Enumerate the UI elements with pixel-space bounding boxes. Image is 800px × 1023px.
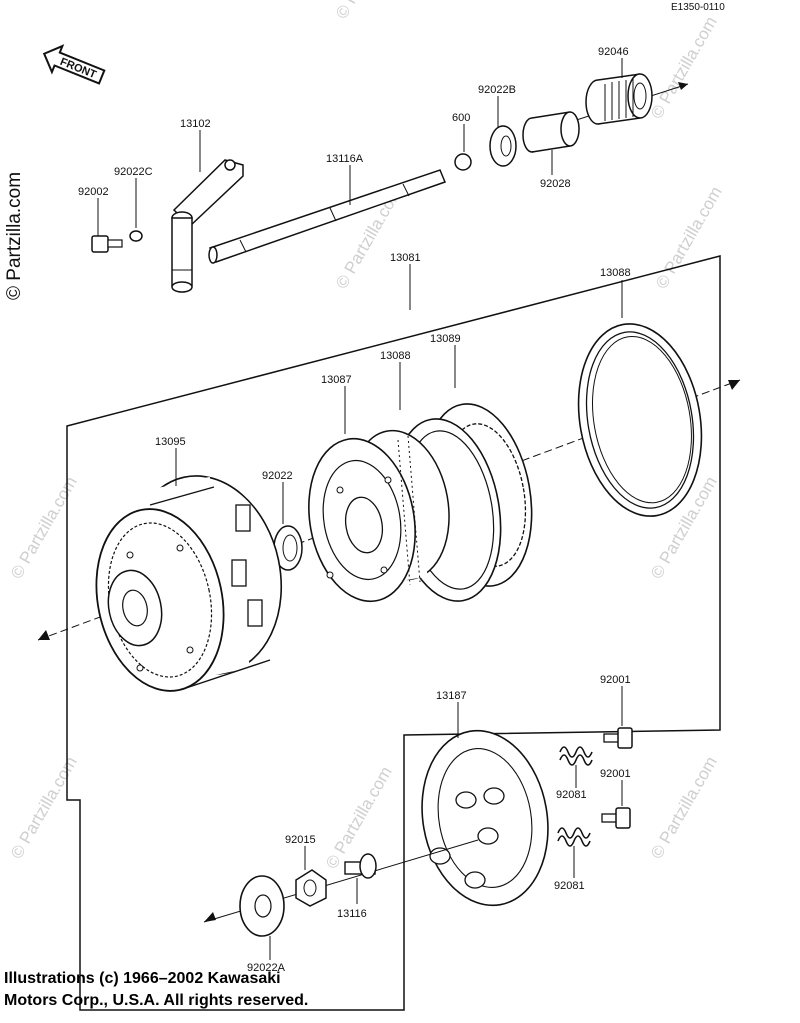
watermark: © Partzilla.com bbox=[322, 763, 396, 872]
part-label-600: 600 bbox=[452, 112, 470, 124]
watermark: © Partzilla.com bbox=[647, 13, 721, 122]
washer-92022 bbox=[273, 525, 303, 571]
leader-lines bbox=[97, 58, 623, 960]
friction-plate-13088-right bbox=[577, 323, 703, 517]
push-rod-13116a bbox=[208, 169, 446, 264]
part-label-13187: 13187 bbox=[436, 690, 467, 702]
part-label-92081-upper: 92081 bbox=[556, 789, 587, 801]
part-label-13081: 13081 bbox=[390, 252, 421, 264]
copyright-notice: Illustrations (c) 1966–2002 Kawasaki Mot… bbox=[4, 968, 308, 1012]
washer-92022c bbox=[129, 230, 143, 242]
part-label-13095: 13095 bbox=[155, 436, 186, 448]
part-labels: 92046 92022B 600 92028 13102 13116A 9202… bbox=[78, 46, 631, 974]
assembly-frame-13081 bbox=[66, 255, 721, 1011]
washer-92022b bbox=[489, 125, 517, 167]
part-label-13089: 13089 bbox=[430, 333, 461, 345]
steel-ball-600 bbox=[454, 153, 472, 171]
watermark: © Partzilla.com bbox=[652, 183, 726, 292]
watermark: © Partzilla.com bbox=[332, 0, 406, 22]
needle-bearing-92046 bbox=[529, 73, 689, 136]
part-label-92022: 92022 bbox=[262, 470, 293, 482]
copyright-line-2: Motors Corp., U.S.A. All rights reserved… bbox=[4, 992, 309, 1009]
release-lever-13102 bbox=[171, 159, 244, 293]
part-label-92015: 92015 bbox=[285, 834, 316, 846]
part-label-13088-top: 13088 bbox=[600, 267, 631, 279]
front-arrow-icon: FRONT bbox=[42, 44, 106, 85]
part-label-13087: 13087 bbox=[321, 374, 352, 386]
part-label-92002: 92002 bbox=[78, 186, 109, 198]
part-label-13102: 13102 bbox=[180, 118, 211, 130]
clutch-housing-13095 bbox=[95, 475, 283, 692]
part-label-92046: 92046 bbox=[598, 46, 629, 58]
pressure-plate-13187 bbox=[421, 729, 549, 907]
clutch-hub-13087 bbox=[308, 429, 450, 603]
partzilla-side-watermark: © Partzilla.com bbox=[4, 172, 25, 300]
watermark: © Partzilla.com bbox=[7, 753, 81, 862]
lock-washer-92022a bbox=[239, 875, 285, 937]
part-label-92081-lower: 92081 bbox=[554, 880, 585, 892]
part-label-92022a: 92022A bbox=[247, 962, 286, 974]
part-label-92001-lower: 92001 bbox=[600, 768, 631, 780]
part-label-92001-upper: 92001 bbox=[600, 674, 631, 686]
spring-92081-lower bbox=[557, 827, 591, 847]
copyright-line-1: Illustrations (c) 1966–2002 Kawasaki bbox=[4, 970, 281, 987]
sleeve-92028 bbox=[522, 111, 580, 153]
part-label-13116a: 13116A bbox=[326, 153, 364, 165]
part-label-92022c: 92022C bbox=[114, 166, 153, 178]
spring-92081-upper bbox=[559, 746, 593, 766]
part-label-13116: 13116 bbox=[337, 908, 367, 920]
part-label-92022b: 92022B bbox=[478, 84, 516, 96]
nut-92015 bbox=[295, 869, 327, 907]
bolt-92001-upper bbox=[603, 727, 633, 749]
push-rod-13116 bbox=[344, 853, 377, 879]
watermark: © Partzilla.com bbox=[7, 473, 81, 582]
bolt-92002 bbox=[91, 235, 123, 253]
reference-code: E1350-0110 bbox=[671, 2, 725, 13]
watermark: © Partzilla.com bbox=[647, 753, 721, 862]
bolt-92001-lower bbox=[601, 807, 631, 829]
part-label-92028: 92028 bbox=[540, 178, 571, 190]
part-label-13088-middle: 13088 bbox=[380, 350, 411, 362]
